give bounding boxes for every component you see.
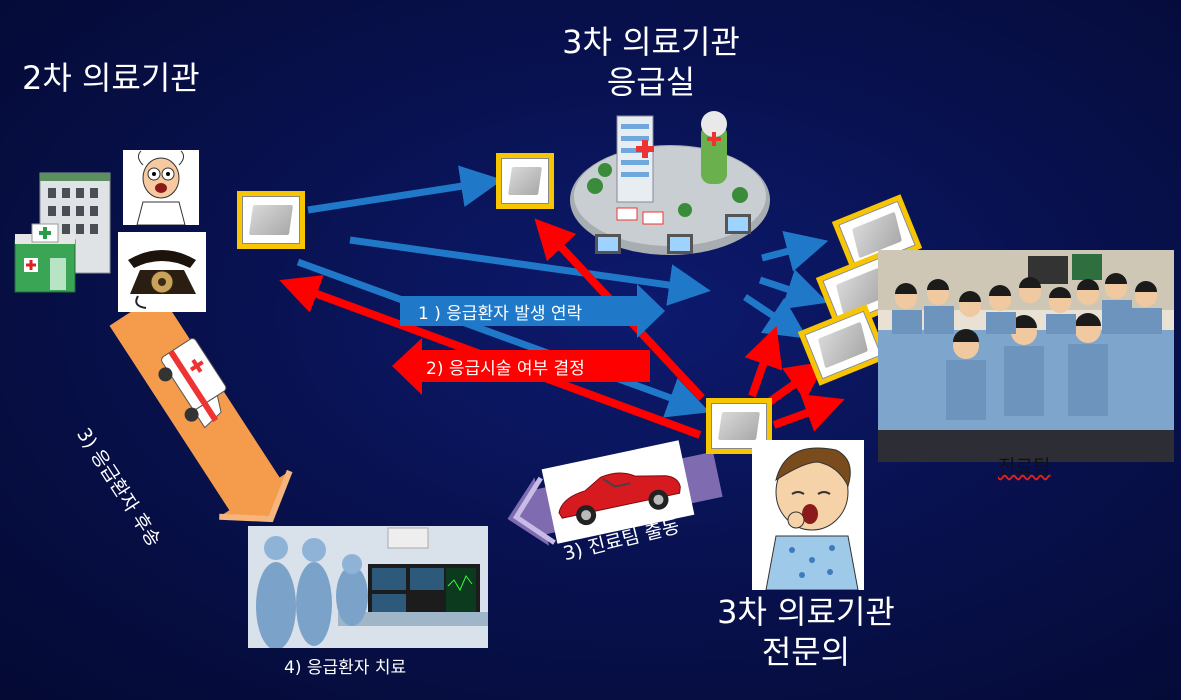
step1-arrow-shape xyxy=(400,284,665,338)
medical-team-photo xyxy=(878,250,1174,462)
mobile-device-icon xyxy=(496,153,554,209)
step2-label: 2) 응급시술 여부 결정 xyxy=(426,358,585,379)
care-team-label: 진료팀 xyxy=(998,456,1051,478)
secondary-hospital-title: 2차 의료기관 xyxy=(22,59,200,97)
sports-car-icon xyxy=(541,440,695,544)
mobile-device-icon xyxy=(237,191,305,249)
tertiary-er-title: 3차 의료기관 응급실 xyxy=(545,22,757,102)
hospital-building-icon xyxy=(10,168,120,298)
tertiary-er-line1: 3차 의료기관 xyxy=(562,23,740,61)
step2-arrow-shape xyxy=(392,338,650,395)
step1-label: 1 ) 응급환자 발생 연락 xyxy=(418,303,583,324)
city-hospital-icon xyxy=(565,110,775,270)
blue-arrows xyxy=(296,165,829,418)
procedure-room-photo xyxy=(248,526,488,648)
ambulance-icon xyxy=(141,328,249,442)
tertiary-er-line2: 응급실 xyxy=(606,63,696,101)
rotary-telephone-icon xyxy=(118,232,206,312)
specialist-line1: 3차 의료기관 xyxy=(717,593,895,631)
treatment-label: 4) 응급환자 치료 xyxy=(284,658,407,678)
specialist-title: 3차 의료기관 전문의 xyxy=(700,592,912,672)
specialist-line2: 전문의 xyxy=(761,633,851,671)
sleepy-doctor-icon xyxy=(752,440,864,590)
panicked-doctor-icon xyxy=(123,150,199,225)
